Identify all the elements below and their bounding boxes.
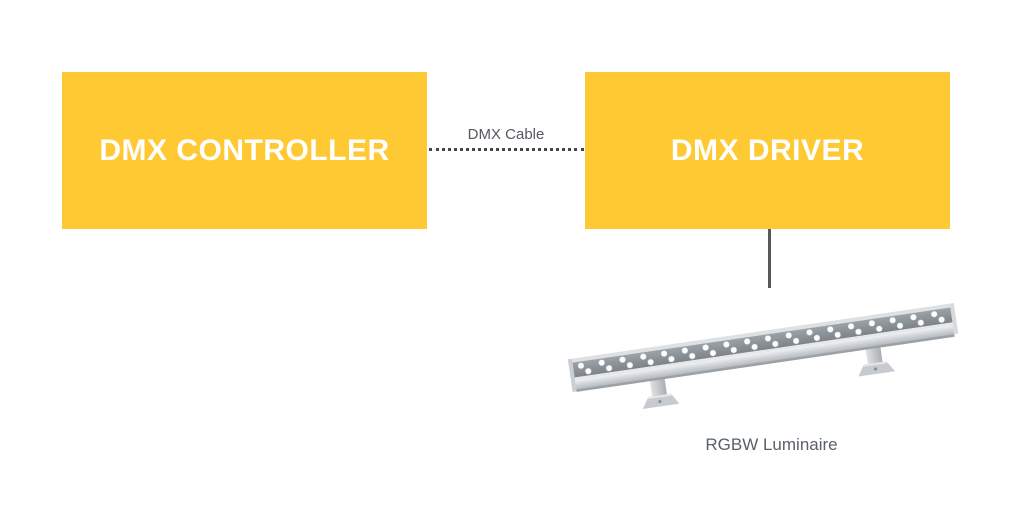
dmx-cable-connector xyxy=(429,148,584,151)
luminaire-bar-group xyxy=(567,303,959,410)
dmx-controller-label: DMX CONTROLLER xyxy=(99,133,390,167)
luminaire-bar-body xyxy=(567,303,959,392)
luminaire-bracket-left xyxy=(642,376,680,410)
dmx-cable-label: DMX Cable xyxy=(467,126,545,143)
luminaire-caption: RGBW Luminaire xyxy=(705,435,838,454)
rgbw-luminaire-image xyxy=(567,303,959,410)
dmx-driver-node: DMX DRIVER xyxy=(585,72,950,229)
luminaire-bracket-right xyxy=(858,345,896,377)
dmx-driver-label: DMX DRIVER xyxy=(670,133,865,167)
driver-to-luminaire-connector xyxy=(768,229,771,288)
dmx-controller-node: DMX CONTROLLER xyxy=(62,72,427,229)
